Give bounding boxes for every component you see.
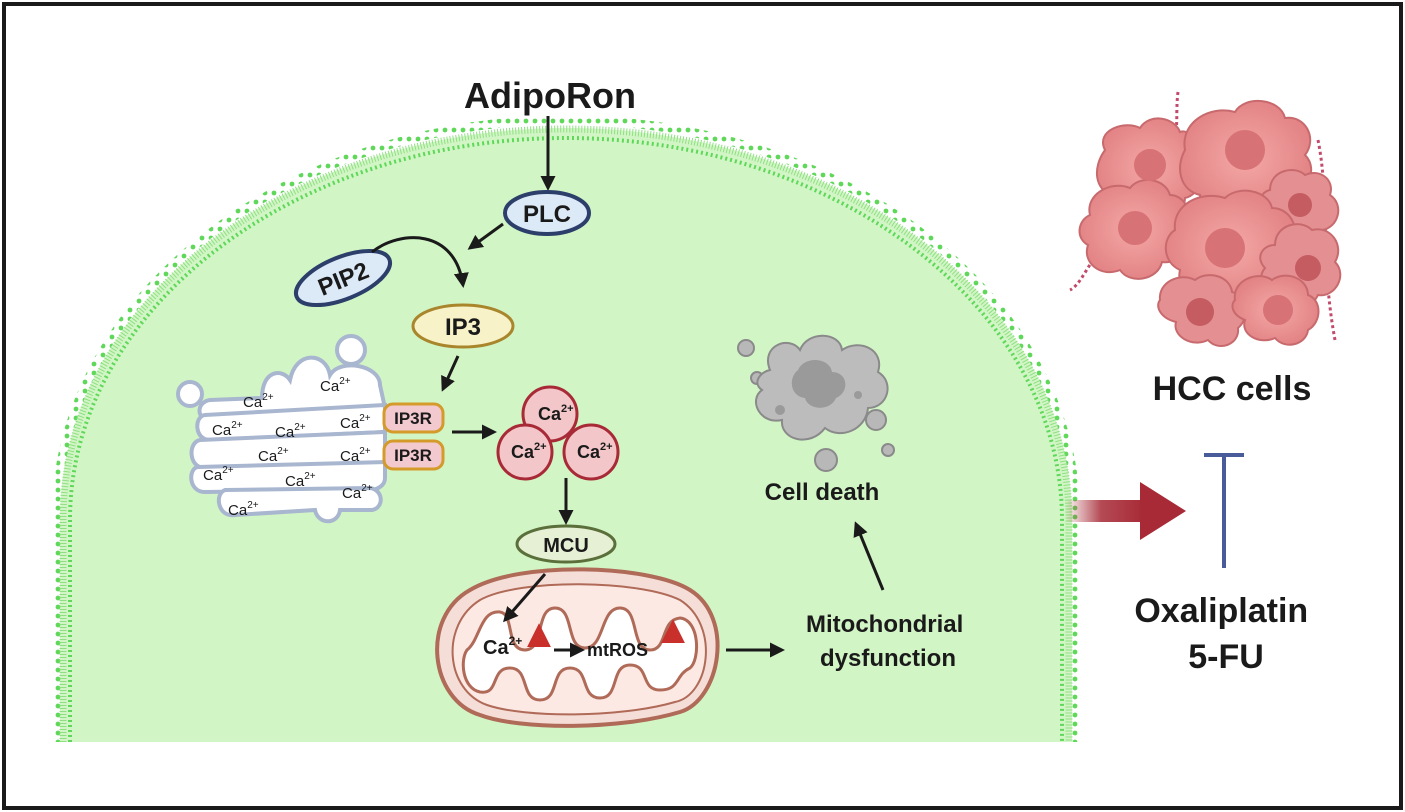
er-calcium-label: Ca2+ bbox=[320, 376, 351, 395]
er-calcium-label: Ca2+ bbox=[275, 422, 306, 441]
mtros-label: mtROS bbox=[587, 640, 648, 660]
er-calcium-label: Ca2+ bbox=[342, 483, 373, 502]
svg-text:Ca2+: Ca2+ bbox=[577, 441, 613, 462]
svg-text:Ca2+: Ca2+ bbox=[275, 422, 306, 441]
er-calcium-label: Ca2+ bbox=[340, 446, 371, 465]
svg-text:Ca2+: Ca2+ bbox=[285, 471, 316, 490]
svg-text:Ca2+: Ca2+ bbox=[340, 413, 371, 432]
ip3r-label: IP3R bbox=[394, 446, 432, 465]
plc-node: PLC bbox=[503, 190, 591, 236]
er-calcium-label: Ca2+ bbox=[243, 392, 274, 411]
svg-text:Ca2+: Ca2+ bbox=[212, 420, 243, 439]
endoplasmic-reticulum: Ca2+ Ca2+ Ca2+ Ca2+ Ca2+ Ca2+ Ca2+ Ca2+ … bbox=[176, 334, 388, 524]
er-calcium-label: Ca2+ bbox=[212, 420, 243, 439]
svg-text:Ca2+: Ca2+ bbox=[228, 500, 259, 519]
ip3-label: IP3 bbox=[445, 314, 481, 341]
svg-text:Ca2+: Ca2+ bbox=[243, 392, 274, 411]
svg-text:Ca2+: Ca2+ bbox=[538, 403, 574, 424]
arrow-plc-ip3 bbox=[467, 222, 504, 250]
svg-text:Ca2+: Ca2+ bbox=[511, 441, 547, 462]
er-calcium-label: Ca2+ bbox=[203, 465, 234, 484]
er-calcium-label: Ca2+ bbox=[285, 471, 316, 490]
hcc-cells-label: HCC cells bbox=[1153, 370, 1312, 408]
plc-label: PLC bbox=[523, 201, 571, 228]
svg-text:Ca2+: Ca2+ bbox=[342, 483, 373, 502]
ip3r-receptor-bottom: IP3R bbox=[382, 439, 445, 471]
er-calcium-label: Ca2+ bbox=[340, 413, 371, 432]
apoptotic-cell-icon bbox=[737, 334, 895, 472]
svg-text:Ca2+: Ca2+ bbox=[483, 634, 522, 659]
er-calcium-label: Ca2+ bbox=[258, 446, 289, 465]
drug-label: Oxaliplatin 5-FU bbox=[1134, 592, 1317, 676]
arrow-dysfunction-death bbox=[853, 521, 885, 591]
arrow-mcu-mito bbox=[503, 573, 547, 623]
mcu-node: MCU bbox=[515, 524, 617, 564]
svg-text:Ca2+: Ca2+ bbox=[320, 376, 351, 395]
cell-membrane-outer bbox=[51, 115, 1081, 742]
svg-text:Ca2+: Ca2+ bbox=[258, 446, 289, 465]
cell-death-label: Cell death bbox=[765, 479, 880, 506]
ip3r-receptor-top: IP3R bbox=[382, 402, 445, 434]
promotes-arrow bbox=[1065, 482, 1186, 540]
inhibition-symbol bbox=[1204, 453, 1244, 568]
ip3r-label: IP3R bbox=[394, 409, 432, 428]
mito-calcium-label: Ca2+ bbox=[483, 634, 522, 659]
cytosolic-calcium-cluster: Ca2+ Ca2+ Ca2+ bbox=[496, 385, 620, 481]
mito-dysfunction-label: Mitochondrial dysfunction bbox=[806, 611, 970, 672]
er-calcium-label: Ca2+ bbox=[228, 500, 259, 519]
ip3-node: IP3 bbox=[411, 303, 515, 349]
arrow-ip3-ip3r bbox=[441, 355, 460, 392]
mcu-label: MCU bbox=[543, 535, 589, 557]
hcc-cells-illustration bbox=[1069, 91, 1342, 347]
svg-text:Ca2+: Ca2+ bbox=[340, 446, 371, 465]
adiporon-label: AdipoRon bbox=[464, 75, 636, 116]
cell-membrane-inner bbox=[68, 135, 1064, 742]
pip2-node: PIP2 bbox=[293, 248, 393, 308]
svg-text:Ca2+: Ca2+ bbox=[203, 465, 234, 484]
arrow-pip2-ip3 bbox=[371, 236, 469, 288]
